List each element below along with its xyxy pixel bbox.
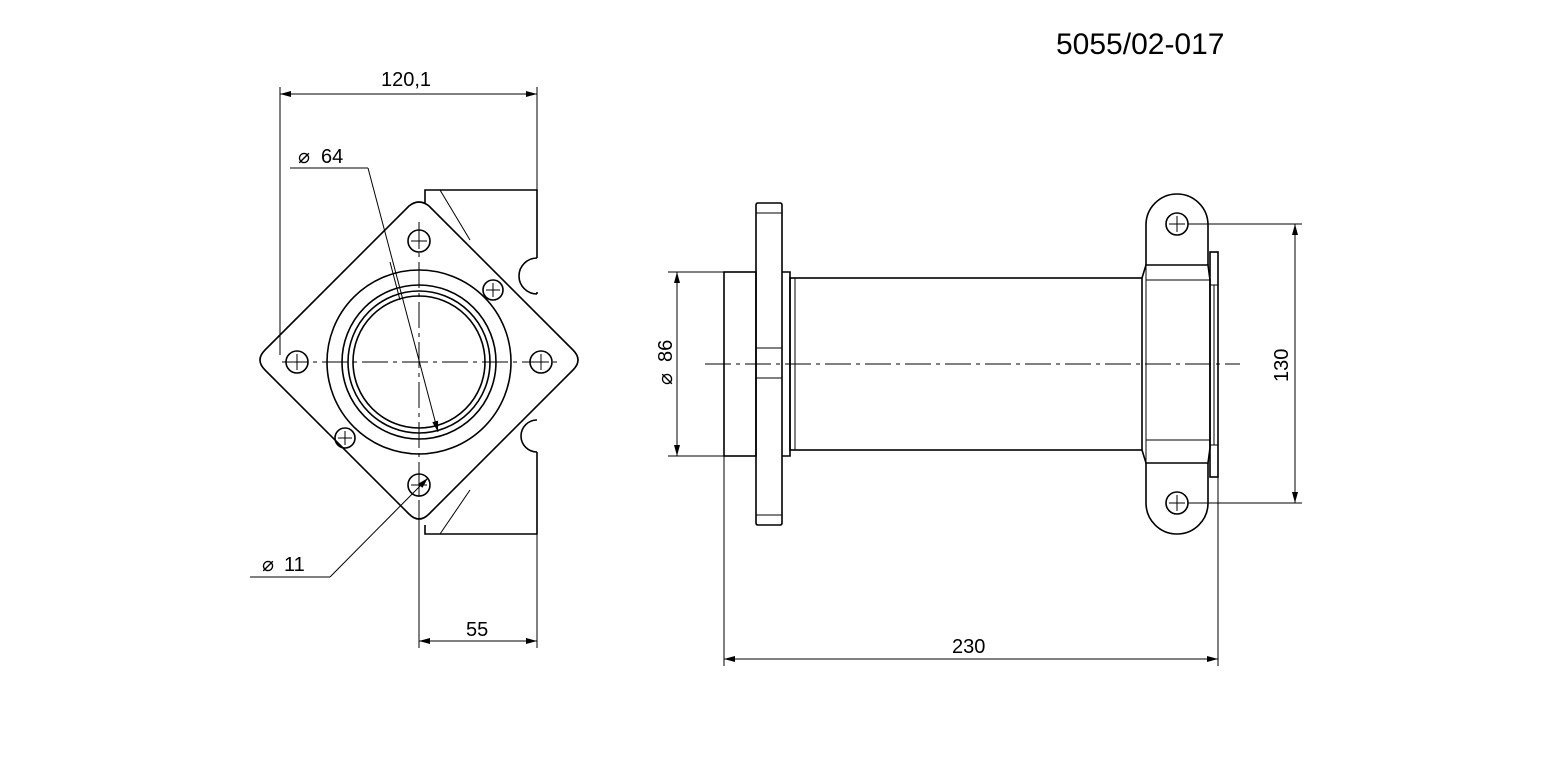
bore-label: 64 [321,146,343,168]
part-number: 5055/02-017 [1056,28,1225,61]
hole-spacing-label: 130 [1271,349,1293,382]
mounting-lug-bottom [1145,463,1209,535]
length-label: 230 [952,636,985,658]
length-dimension: 230 [723,456,1219,666]
bolt-hole-lower-left [334,427,356,449]
width-label: 120,1 [381,69,431,91]
depth-dimension: 55 [418,500,538,648]
bolt-hole-left [285,350,309,374]
width-dimension: 120,1 [279,69,538,355]
lug-hole-bottom [1165,491,1189,515]
bolt-hole-right [529,350,553,374]
hole-diameter-dimension: ⌀ 11 [250,477,429,578]
bolt-hole-top [407,229,431,253]
bore-diameter-dimension: ⌀ 64 [290,146,439,433]
outer-dia-label: 86 [655,340,677,362]
bolt-hole-upper-right [482,279,504,301]
outer-diameter-dimension: ⌀ 86 [655,271,724,457]
lug-hole-top [1165,212,1189,236]
left-flange [755,202,783,526]
hole-label: 11 [284,554,305,576]
outer-dia-symbol: ⌀ [655,373,677,385]
mounting-lug-top [1145,193,1209,265]
hole-symbol: ⌀ [262,554,274,576]
bolt-hole-bottom [407,473,431,497]
front-body-outline [424,189,538,535]
hole-spacing-dimension: 130 [1188,223,1302,504]
side-view: ⌀ 86 130 230 [655,193,1302,666]
depth-label: 55 [466,619,488,641]
bore-symbol: ⌀ [298,146,310,168]
front-view: 120,1 ⌀ 64 ⌀ 11 55 [250,69,579,648]
